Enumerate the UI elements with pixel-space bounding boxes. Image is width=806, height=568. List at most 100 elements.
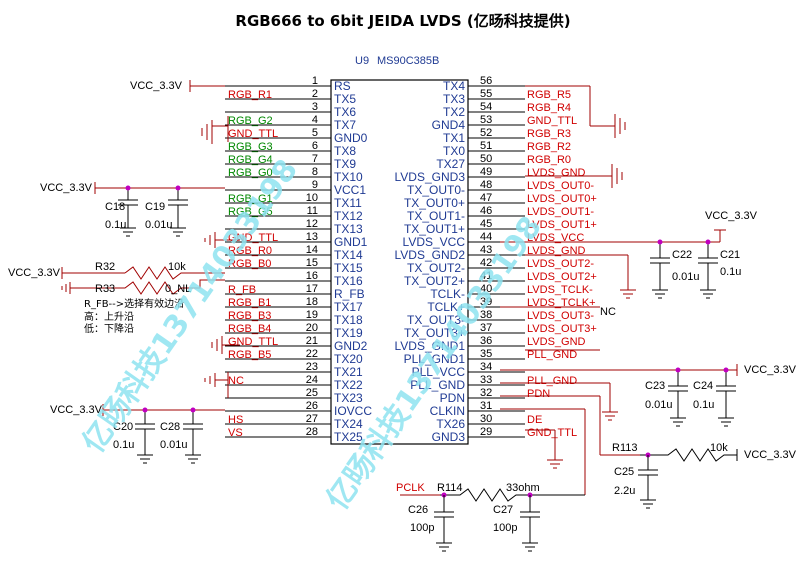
- pin-number: 40: [480, 283, 492, 295]
- pin-name: TX3: [443, 92, 465, 106]
- c18-ref: C18: [105, 201, 125, 213]
- pin-name: TX16: [334, 274, 363, 288]
- left-ground-symbols: [201, 116, 240, 398]
- pin-name: TX_OUT3+: [404, 326, 465, 340]
- pin-number: 12: [306, 218, 318, 230]
- net-label: LVDS_TCLK+: [527, 297, 596, 309]
- cap-c26: [434, 495, 454, 552]
- net-label: NC: [228, 375, 244, 387]
- pin-name: TX4: [443, 79, 465, 93]
- pin-number: 51: [480, 140, 492, 152]
- pin-name: TX10: [334, 170, 363, 184]
- pin-name: LVDS_GND1: [395, 339, 466, 353]
- resistor-r113: [640, 448, 738, 462]
- pin-number: 17: [306, 283, 318, 295]
- net-label: RGB_G3: [228, 141, 273, 153]
- vcc-label-3: VCC_3.3V: [8, 267, 61, 279]
- net-label: RGB_R3: [527, 128, 571, 140]
- net-label: RGB_G1: [228, 193, 273, 205]
- pin-number: 25: [306, 387, 318, 399]
- pin-name: PLL_GND1: [404, 352, 466, 366]
- net-label: LVDS_OUT0-: [527, 180, 594, 192]
- pin-number: 22: [306, 348, 318, 360]
- pin-name: TX19: [334, 326, 363, 340]
- c25-ref: C25: [614, 466, 634, 478]
- pin-number: 23: [306, 361, 318, 373]
- pin-number: 52: [480, 127, 492, 139]
- pin-number: 35: [480, 348, 492, 360]
- pin-number: 46: [480, 205, 492, 217]
- pin-number: 9: [312, 179, 318, 191]
- pin-number: 44: [480, 231, 492, 243]
- c24-value: 0.1u: [693, 399, 714, 411]
- r113-ref: R113: [612, 442, 637, 454]
- cap-c25: [638, 455, 658, 509]
- pin-number: 18: [306, 296, 318, 308]
- pin-number: 49: [480, 166, 492, 178]
- pin-name: CLKIN: [430, 404, 465, 418]
- pin-name: VCC1: [334, 183, 366, 197]
- resistor-r114: [440, 488, 585, 502]
- cap-c27: [520, 495, 540, 552]
- net-label: RGB_R0: [228, 245, 272, 257]
- pin-number: 26: [306, 400, 318, 412]
- net-label: RGB_G2: [228, 115, 273, 127]
- net-label: PLL_GND: [527, 375, 577, 387]
- pin-name: GND1: [334, 235, 368, 249]
- junction-dot: [705, 239, 711, 245]
- cap-c21: [698, 242, 718, 299]
- pin-name: GND3: [432, 430, 466, 444]
- rfb-note-line1: R_FB-->选择有效边沿: [84, 297, 184, 310]
- net-label: LVDS_OUT3+: [527, 323, 597, 335]
- pin-name: GND0: [334, 131, 368, 145]
- net-label: LVDS_OUT0+: [527, 193, 597, 205]
- resistor-r32: [124, 266, 225, 280]
- net-label: GND_TTL: [228, 232, 278, 244]
- net-label: GND_TTL: [228, 128, 278, 140]
- pin-name: TX23: [334, 391, 363, 405]
- pin-name: TX25: [334, 430, 363, 444]
- c22-ref: C22: [672, 249, 692, 261]
- pin-number: 37: [480, 322, 492, 334]
- diagram-title: RGB666 to 6bit JEIDA LVDS (亿旸科技提供): [235, 12, 570, 30]
- pin-number: 5: [312, 127, 318, 139]
- pin-number: 15: [306, 257, 318, 269]
- pin-name: TX_OUT1+: [404, 222, 465, 236]
- pin-name: TX13: [334, 222, 363, 236]
- net-label: RGB_G4: [228, 154, 273, 166]
- c20-value: 0.1u: [113, 439, 134, 451]
- net-label: RGB_B5: [228, 349, 271, 361]
- c23-ref: C23: [645, 380, 665, 392]
- c26-ref: C26: [408, 504, 428, 516]
- net-label: LVDS_GND: [527, 245, 586, 257]
- pin-number: 38: [480, 309, 492, 321]
- c27-ref: C27: [493, 504, 513, 516]
- pin-number: 32: [480, 387, 492, 399]
- pin-name: TX14: [334, 248, 363, 262]
- c28-value: 0.01u: [160, 439, 188, 451]
- net-label: VS: [228, 427, 243, 439]
- net-label: LVDS_OUT2-: [527, 258, 594, 270]
- vcc-label-4: VCC_3.3V: [50, 404, 103, 416]
- pin-number: 4: [312, 114, 318, 126]
- nc-right-label: NC: [600, 306, 616, 318]
- pin-name: TCLK+: [427, 300, 465, 314]
- pin-name: TX0: [443, 144, 465, 158]
- pin-name: TX1: [443, 131, 465, 145]
- pin-number: 2: [312, 88, 318, 100]
- pin-number: 54: [480, 101, 492, 113]
- pin-name: TX21: [334, 365, 363, 379]
- junction-dot: [175, 185, 181, 191]
- pin-name: GND4: [432, 118, 466, 132]
- net-label: PLL_GND: [527, 349, 577, 361]
- chip-ref: U9: [355, 55, 369, 67]
- pin-number: 50: [480, 153, 492, 165]
- vcc-label-5: VCC_3.3V: [705, 210, 758, 222]
- pin-name: TX2: [443, 105, 465, 119]
- pin-number: 36: [480, 335, 492, 347]
- pin-number: 47: [480, 192, 492, 204]
- pin-number: 11: [307, 205, 318, 217]
- net-label: LVDS_OUT1-: [527, 206, 594, 218]
- net-label: R_FB: [228, 284, 256, 296]
